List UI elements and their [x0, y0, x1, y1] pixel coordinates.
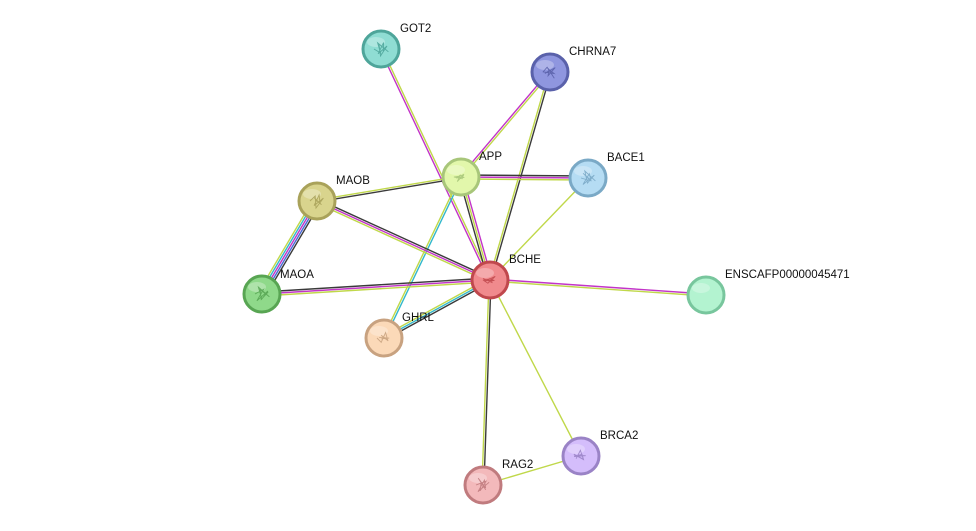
- edge-strand: [489, 177, 589, 281]
- edge-bace1-bche: [489, 177, 589, 281]
- edge-strand: [261, 277, 491, 293]
- node-label: MAOB: [336, 175, 370, 187]
- edge-got2-bche: [379, 47, 492, 282]
- node-highlight: [447, 165, 465, 175]
- node-label: MAOA: [280, 269, 314, 281]
- node-circle[interactable]: [242, 274, 282, 314]
- edge-strand: [384, 176, 463, 340]
- edge-strand: [490, 71, 552, 281]
- node-chrna7[interactable]: CHRNA7: [530, 46, 616, 92]
- node-highlight: [367, 37, 385, 47]
- node-label: CHRNA7: [569, 46, 616, 58]
- node-label: RAG2: [502, 459, 533, 471]
- edge-strand: [383, 279, 491, 339]
- edge-chrna7-app: [459, 70, 552, 179]
- protein-structure-icon: [376, 331, 390, 344]
- edge-strand: [481, 279, 490, 486]
- node-app[interactable]: APP: [441, 151, 502, 197]
- edge-strand: [316, 175, 462, 201]
- node-bche[interactable]: BCHE: [470, 254, 541, 300]
- edge-strand: [261, 279, 491, 295]
- node-highlight: [536, 60, 554, 70]
- node-rag2[interactable]: RAG2: [463, 459, 533, 505]
- node-got2[interactable]: GOT2: [361, 23, 431, 69]
- edge-bche-brca2: [489, 279, 582, 457]
- edge-strand: [379, 48, 490, 282]
- node-highlight: [476, 268, 494, 278]
- edge-strand: [382, 175, 461, 339]
- node-ghrl[interactable]: GHRL: [364, 312, 435, 358]
- protein-structure-icon: [580, 169, 596, 185]
- edge-strand: [483, 279, 492, 486]
- edge-strand: [460, 174, 589, 177]
- node-enscafp00000045471[interactable]: ENSCAFP00000045471: [686, 269, 850, 315]
- node-highlight: [692, 283, 710, 293]
- edge-strand: [381, 47, 492, 281]
- edge-strand: [461, 71, 552, 179]
- node-circle[interactable]: [361, 29, 401, 69]
- protein-structure-icon: [475, 477, 490, 493]
- edge-strand: [489, 280, 707, 297]
- edge-strand: [489, 279, 582, 457]
- edge-strand: [489, 278, 707, 295]
- edge-strand: [316, 200, 491, 281]
- edge-strand: [459, 70, 550, 178]
- node-label: BCHE: [509, 254, 541, 266]
- edge-strand: [316, 177, 462, 203]
- edge-bche-enscafp00000045471: [489, 278, 707, 297]
- edge-strand: [460, 176, 589, 179]
- edge-app-ghrl: [382, 175, 463, 340]
- protein-structure-icon: [482, 275, 496, 284]
- edge-strand: [384, 281, 492, 341]
- node-maoa[interactable]: MAOA: [242, 269, 314, 314]
- node-highlight: [567, 444, 585, 454]
- edge-strand: [460, 178, 589, 181]
- edge-strand: [317, 198, 492, 279]
- node-brca2[interactable]: BRCA2: [561, 430, 638, 476]
- edge-bche-rag2: [481, 279, 492, 486]
- protein-structure-icon: [254, 285, 270, 302]
- edge-strand: [315, 202, 490, 283]
- node-label: BRCA2: [600, 430, 638, 442]
- protein-structure-icon: [309, 193, 324, 210]
- node-label: APP: [479, 151, 502, 163]
- node-highlight: [303, 189, 321, 199]
- node-label: ENSCAFP00000045471: [725, 269, 850, 281]
- edge-strand: [382, 277, 490, 337]
- edge-app-maob: [316, 175, 462, 203]
- node-label: GOT2: [400, 23, 431, 35]
- node-label: BACE1: [607, 152, 645, 164]
- node-maob[interactable]: MAOB: [297, 175, 370, 221]
- edge-bche-ghrl: [382, 277, 492, 341]
- edge-strand: [261, 281, 491, 297]
- protein-structure-icon: [542, 66, 556, 79]
- node-label: GHRL: [402, 312, 435, 324]
- edge-app-bace1: [460, 174, 589, 181]
- node-highlight: [469, 473, 487, 483]
- protein-structure-icon: [453, 173, 466, 182]
- edge-maob-bche: [315, 198, 492, 283]
- node-highlight: [370, 326, 388, 336]
- node-bace1[interactable]: BACE1: [568, 152, 645, 198]
- protein-structure-icon: [573, 449, 586, 461]
- edge-maoa-bche: [261, 277, 491, 297]
- node-circle[interactable]: [686, 275, 726, 315]
- protein-structure-icon: [373, 41, 389, 58]
